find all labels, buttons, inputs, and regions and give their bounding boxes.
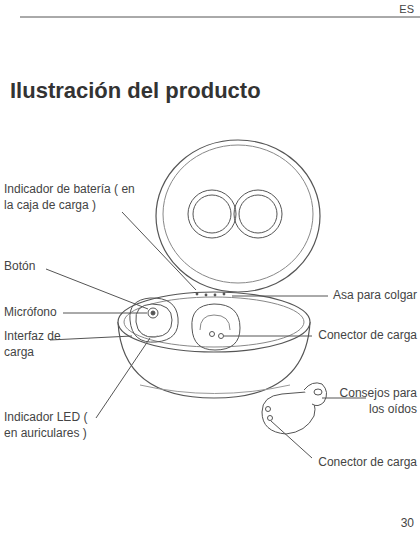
battery-dots — [196, 293, 226, 297]
charging-pin — [210, 332, 215, 337]
callout-label: ES — [399, 2, 414, 16]
callout-label: Indicador LED ( en auriculares ) — [4, 410, 100, 441]
earbud-left — [136, 304, 172, 337]
callout-label: Conector de carga — [318, 328, 417, 344]
callout-label: Conector de carga — [318, 455, 417, 471]
callout-label: Asa para colgar — [333, 288, 417, 304]
microphone-button — [148, 308, 158, 318]
case-seam — [140, 385, 290, 394]
earbud-pin — [268, 416, 273, 421]
page-title: Ilustración del producto — [10, 78, 261, 104]
ear-tip — [304, 383, 327, 406]
callout-label: Micrófono — [4, 305, 57, 321]
lid-recess — [234, 190, 282, 238]
header-rule — [20, 17, 420, 18]
earbud-led — [138, 330, 158, 337]
lid-recess-inner — [239, 195, 277, 233]
ear-tip-hole — [314, 389, 322, 395]
microphone-hole — [151, 311, 155, 315]
earbud-pin — [266, 407, 271, 412]
callout-label: Interfaz de carga — [4, 329, 64, 360]
leader-lines — [46, 212, 366, 458]
loose-earbud — [262, 392, 315, 434]
callout-label: 30 — [401, 516, 414, 532]
lid-recess — [188, 190, 236, 238]
lid-inner-rim — [163, 145, 313, 283]
callout-label: Botón — [4, 259, 35, 275]
charging-pin — [219, 334, 224, 339]
case-lid — [156, 140, 320, 292]
callout-label: Indicador de batería ( en la caja de car… — [4, 182, 136, 213]
earbud-slot-right — [192, 304, 240, 350]
lid-recess-inner — [193, 195, 231, 233]
slot-recess — [200, 315, 230, 330]
callout-label: Consejos para los oídos — [335, 386, 417, 417]
